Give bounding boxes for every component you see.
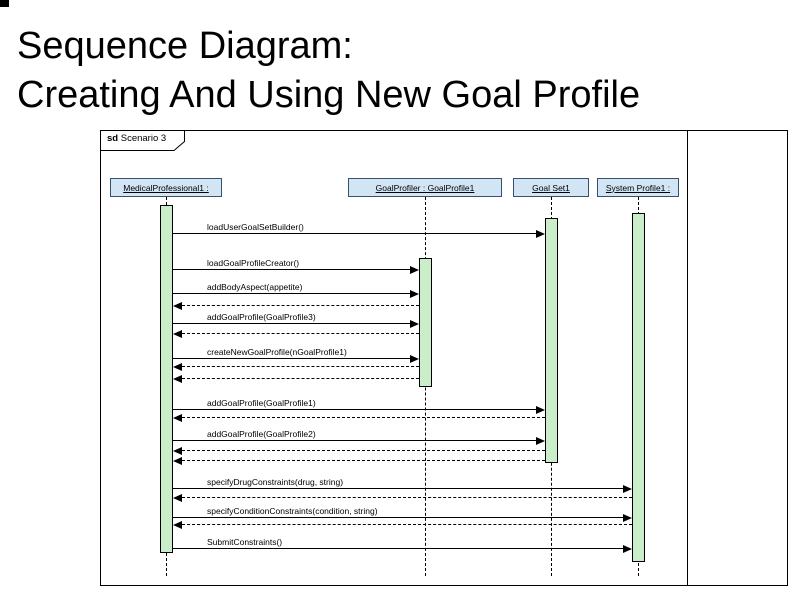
- activation-bar: [631, 213, 645, 562]
- arrowhead-icon: [172, 374, 182, 383]
- message-label: specifyConditionConstraints(condition, s…: [207, 506, 378, 516]
- lifeline-head-0: MedicalProfessional1 :: [110, 178, 222, 197]
- corner-mark: [0, 0, 9, 7]
- message-line: [181, 460, 545, 461]
- sd-frame-tag: sd Scenario 3: [100, 130, 186, 151]
- arrowhead-icon: [409, 354, 419, 363]
- arrowhead-icon: [622, 513, 632, 522]
- frame-right-divider: [687, 131, 688, 585]
- message-line: [181, 333, 419, 334]
- message-label: loadUserGoalSetBuilder(): [207, 222, 304, 232]
- arrowhead-icon: [172, 520, 182, 529]
- arrowhead-icon: [622, 484, 632, 493]
- arrowhead-icon: [409, 319, 419, 328]
- message-line: [181, 417, 545, 418]
- message-label: addGoalProfile(GoalProfile2): [207, 429, 316, 439]
- lifeline-head-label: MedicalProfessional1 :: [123, 182, 209, 193]
- arrowhead-icon: [172, 413, 182, 422]
- message-line: [181, 524, 632, 525]
- message-label: createNewGoalProfile(nGoalProfile1): [207, 347, 347, 357]
- title-line-2: Creating And Using New Goal Profile: [17, 74, 641, 116]
- arrowhead-icon: [535, 229, 545, 238]
- message-label: addGoalProfile(GoalProfile1): [207, 398, 316, 408]
- message-line: [172, 409, 536, 410]
- lifeline-head-label: System Profile1 :: [605, 182, 671, 193]
- message-line: [172, 323, 410, 324]
- frame-name: Scenario 3: [120, 133, 167, 144]
- arrowhead-icon: [172, 301, 182, 310]
- arrowhead-icon: [172, 446, 182, 455]
- activation-bar: [418, 258, 432, 387]
- message-line: [172, 293, 410, 294]
- arrowhead-icon: [409, 289, 419, 298]
- lifeline-head-3: System Profile1 :: [597, 178, 679, 197]
- arrowhead-icon: [535, 436, 545, 445]
- message-line: [181, 378, 419, 379]
- arrowhead-icon: [172, 456, 182, 465]
- arrowhead-icon: [622, 544, 632, 553]
- message-line: [172, 488, 623, 489]
- arrowhead-icon: [535, 405, 545, 414]
- message-line: [172, 548, 623, 549]
- lifeline-head-1: GoalProfiler : GoalProfile1: [348, 178, 502, 197]
- message-label: addBodyAspect(appetite): [207, 282, 303, 292]
- message-line: [181, 497, 632, 498]
- message-line: [181, 305, 419, 306]
- message-line: [172, 358, 410, 359]
- message-label: addGoalProfile(GoalProfile3): [207, 312, 316, 322]
- message-label: loadGoalProfileCreator(): [207, 258, 300, 268]
- lifeline-head-label: Goal Set1: [532, 182, 570, 193]
- message-label: SubmitConstraints(): [207, 537, 283, 547]
- arrowhead-icon: [409, 265, 419, 274]
- frame-pentagon-icon: [100, 130, 185, 151]
- arrowhead-icon: [172, 329, 182, 338]
- message-label: specifyDrugConstraints(drug, string): [207, 477, 344, 487]
- arrowhead-icon: [172, 362, 182, 371]
- message-line: [172, 440, 536, 441]
- message-line: [172, 233, 536, 234]
- arrowhead-icon: [172, 493, 182, 502]
- frame-keyword: sd: [107, 133, 119, 144]
- title-line-1: Sequence Diagram:: [17, 25, 353, 67]
- lifeline-head-label: GoalProfiler : GoalProfile1: [375, 182, 475, 193]
- message-line: [181, 450, 545, 451]
- activation-bar: [544, 218, 558, 463]
- lifeline-head-2: Goal Set1: [513, 178, 589, 197]
- message-line: [172, 517, 623, 518]
- slide-title: Sequence Diagram: Creating And Using New…: [17, 22, 640, 120]
- activation-bar: [159, 205, 173, 553]
- message-line: [172, 269, 410, 270]
- message-line: [181, 366, 419, 367]
- frame-tag-label: sd Scenario 3: [107, 133, 166, 144]
